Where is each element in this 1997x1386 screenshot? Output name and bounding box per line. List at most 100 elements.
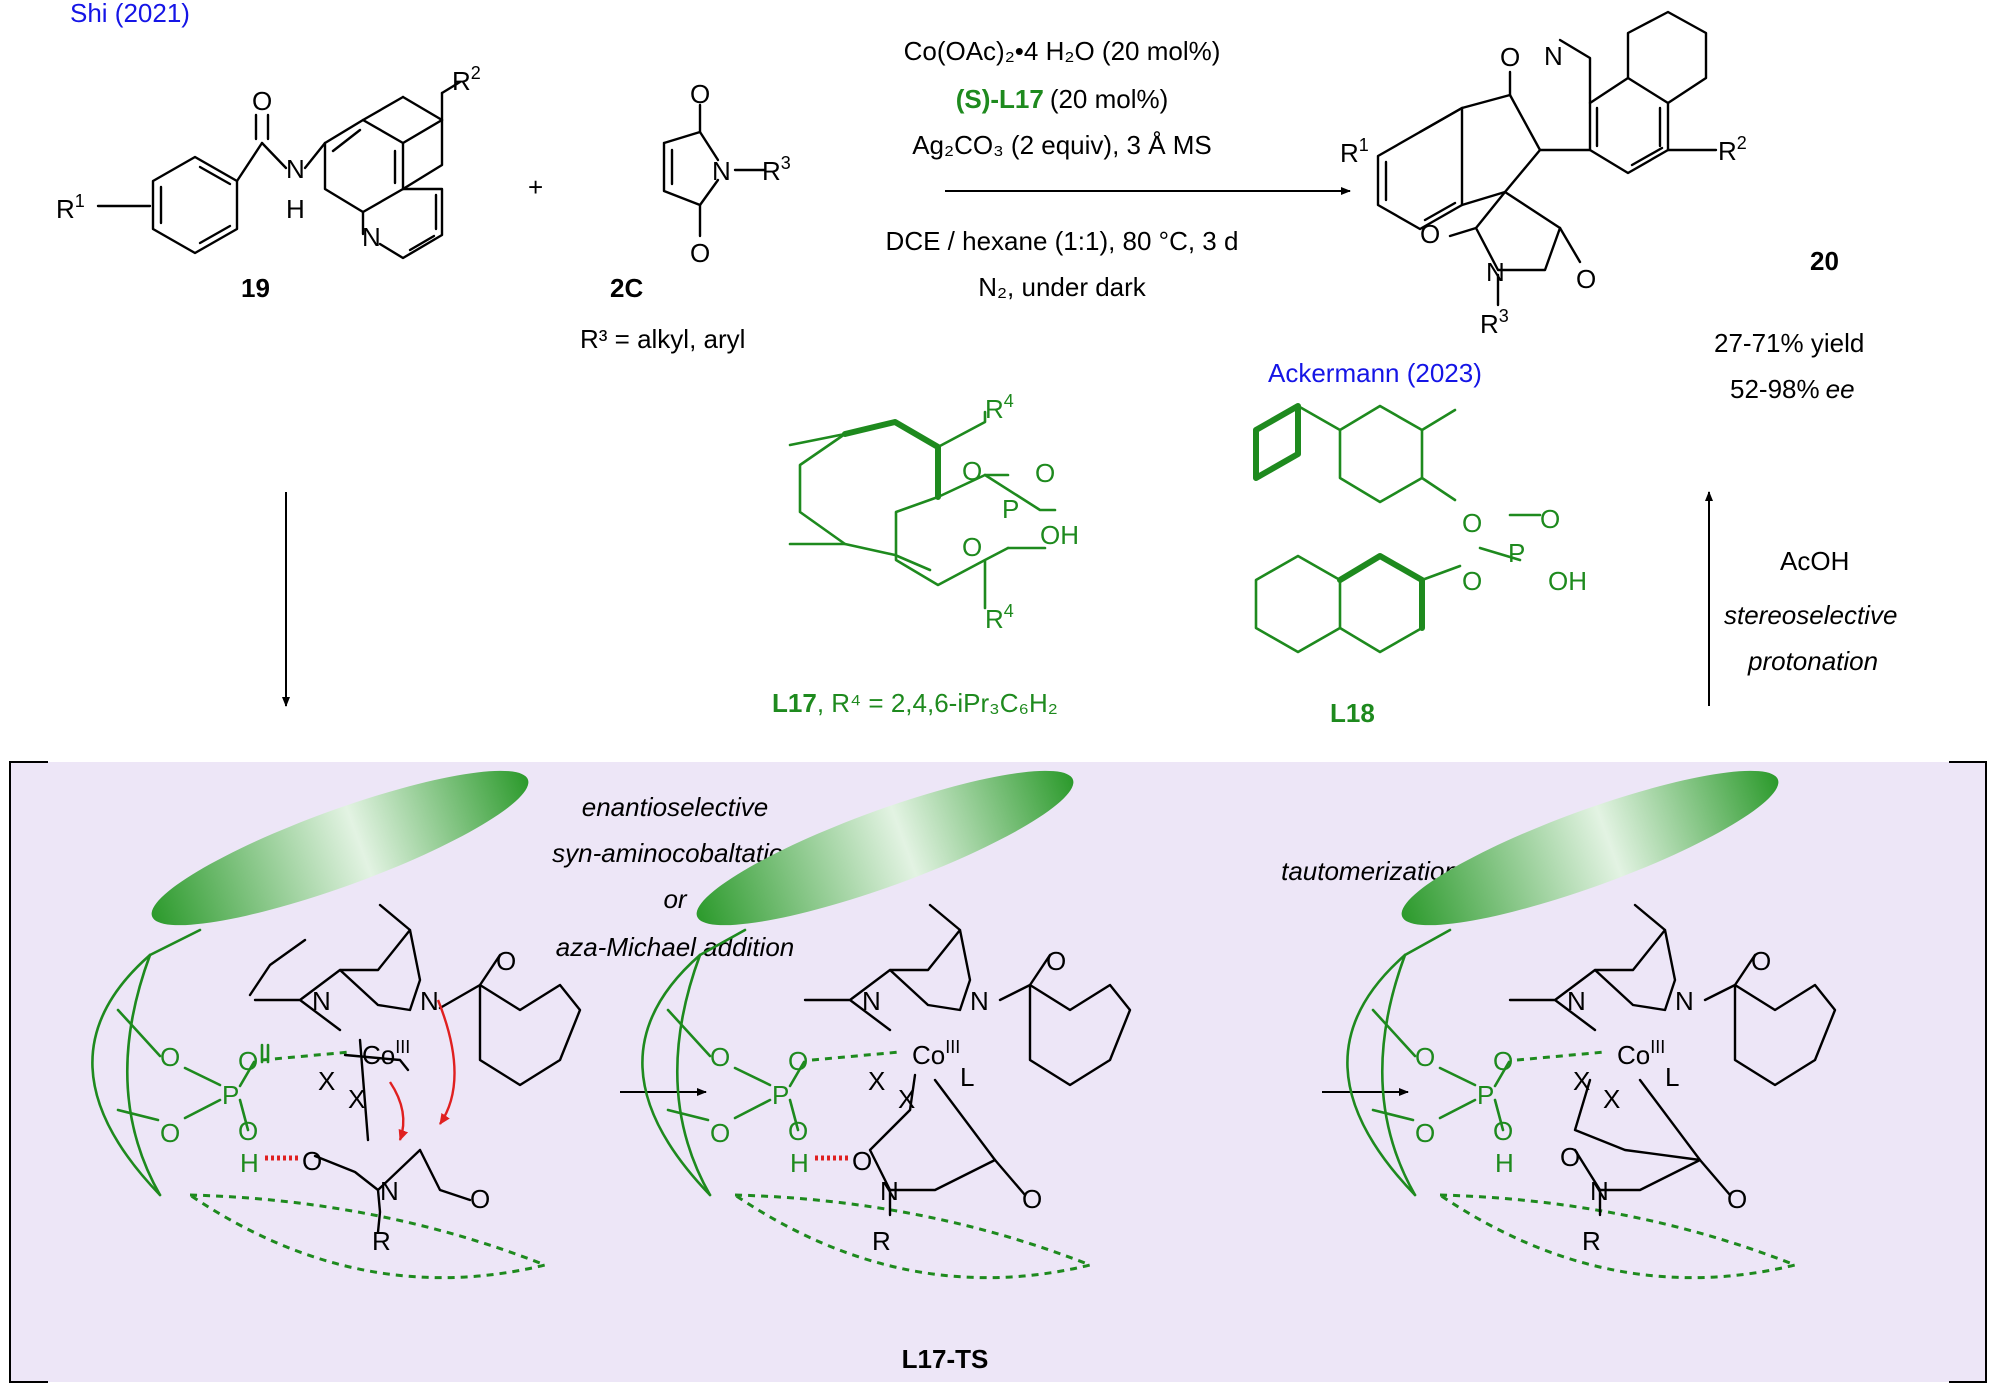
- atom-n-i1-amide: N: [420, 986, 439, 1016]
- atom-co-i2: CoIII: [912, 1037, 960, 1070]
- atom-n-19: N: [286, 154, 305, 184]
- atom-r-i2: R: [872, 1226, 891, 1256]
- atom-p-l18: P: [1508, 538, 1525, 568]
- atom-o-i3-p1: O: [1415, 1042, 1435, 1072]
- condition-line-2: (S)-L17(20 mol%): [956, 84, 1169, 114]
- atom-x-i1-1: X: [318, 1066, 335, 1096]
- atom-n-i3-imide: N: [1590, 1176, 1609, 1206]
- side-step-desc-2: protonation: [1747, 646, 1878, 676]
- atom-r3-2c: R3: [762, 153, 791, 186]
- panel-bracket-left: [9, 761, 48, 1383]
- atom-h-i2: H: [790, 1148, 809, 1178]
- atom-o-l18-1: O: [1462, 508, 1482, 538]
- atom-h-i1: H: [240, 1148, 259, 1178]
- atom-x-i2-2: X: [898, 1084, 915, 1114]
- atom-o-i1-p2: O: [160, 1118, 180, 1148]
- atom-x-i2-1: X: [868, 1066, 885, 1096]
- atom-n-i2-py: N: [862, 986, 881, 1016]
- atom-o-20-imide-left: O: [1420, 219, 1440, 249]
- atom-o-i2-imide-r: O: [1022, 1184, 1042, 1214]
- atom-p-i3: P: [1477, 1080, 1494, 1110]
- atom-o-i3-imide-r: O: [1727, 1184, 1747, 1214]
- label-ts: L17-TS: [902, 1344, 989, 1374]
- atom-o-i2-imide-l: O: [852, 1146, 872, 1176]
- atom-p-i2: P: [772, 1080, 789, 1110]
- reagent-acoh: AcOH: [1780, 546, 1849, 576]
- atom-n-i2-imide: N: [880, 1176, 899, 1206]
- label-compound-19: 19: [241, 273, 270, 303]
- atom-o-i2-p1: O: [710, 1042, 730, 1072]
- atom-n-i3-amide: N: [1675, 986, 1694, 1016]
- atom-n-20-quinoline: N: [1544, 41, 1563, 71]
- atom-h-i3: H: [1495, 1148, 1514, 1178]
- atom-r-i3: R: [1582, 1226, 1601, 1256]
- side-step-desc-1: stereoselective: [1724, 600, 1897, 630]
- ligand-l17-structure: [788, 410, 1057, 610]
- atom-o-i1-imide-l: O: [302, 1146, 322, 1176]
- atom-r3-20: R3: [1480, 306, 1509, 339]
- step1-line-2: syn-aminocobaltation: [552, 838, 798, 868]
- atom-r-i1: R: [372, 1226, 391, 1256]
- atom-o-i1-p3: O: [238, 1046, 258, 1076]
- compound-2c-structure: [662, 103, 767, 238]
- step1-line-4: aza-Michael addition: [556, 932, 794, 962]
- atom-n-i3-py: N: [1567, 986, 1586, 1016]
- atom-r4-l17-top: R4: [985, 391, 1014, 424]
- condition-line-5: N₂, under dark: [978, 272, 1147, 302]
- atom-r4-l17-bottom: R4: [985, 601, 1014, 634]
- atom-o-i3-enol: O: [1560, 1142, 1580, 1172]
- atom-n-quinoline-19: N: [362, 222, 381, 252]
- atom-r1-20: R1: [1340, 135, 1369, 168]
- atom-l-i2: L: [960, 1062, 974, 1092]
- plus-sign: +: [528, 172, 543, 202]
- atom-o-l17-1: O: [962, 456, 982, 486]
- atom-h-19: H: [286, 194, 305, 224]
- chiral-lobe-1: [151, 770, 529, 926]
- atom-n-2c: N: [712, 156, 731, 186]
- intermediate-3: [1346, 770, 1837, 1280]
- label-ligand-l18: L18: [1330, 698, 1375, 728]
- atom-r2-20: R2: [1718, 133, 1747, 166]
- ligand-l18-structure: [1253, 403, 1542, 654]
- chiral-lobe-3: [1401, 770, 1779, 926]
- atom-r1-19: R1: [56, 191, 85, 224]
- atom-co-i1: CoIII: [362, 1037, 410, 1070]
- atom-o-i1-amide: O: [496, 946, 516, 976]
- chiral-lobe-2: [696, 770, 1074, 926]
- atom-o-l17-2: O: [962, 532, 982, 562]
- atom-o-l17-3: O: [1035, 458, 1055, 488]
- atom-o-i3-p2: O: [1415, 1118, 1435, 1148]
- atom-o-i2-p3: O: [788, 1046, 808, 1076]
- r3-definition: R³ = alkyl, aryl: [580, 324, 745, 354]
- compound-19-structure: [96, 80, 462, 260]
- atom-n-20-imide: N: [1486, 257, 1505, 287]
- atom-o-2c-top: O: [690, 79, 710, 109]
- atom-n-i2-amide: N: [970, 986, 989, 1016]
- compound-20-structure: [1376, 10, 1718, 307]
- atom-o-i1-imide-r: O: [470, 1184, 490, 1214]
- atom-co-i3: CoIII: [1617, 1037, 1665, 1070]
- atom-o-i2-p4: O: [788, 1116, 808, 1146]
- condition-line-3: Ag₂CO₃ (2 equiv), 3 Å MS: [912, 130, 1212, 160]
- atom-n-i1-py: N: [312, 986, 331, 1016]
- step1-line-1: enantioselective: [582, 792, 768, 822]
- atom-o-i1-p4: O: [238, 1116, 258, 1146]
- atom-o-l18-2: O: [1462, 566, 1482, 596]
- atom-p-i1: P: [222, 1080, 239, 1110]
- atom-o-2c-bottom: O: [690, 238, 710, 268]
- atom-o-l18-3: O: [1540, 504, 1560, 534]
- atom-o-i2-amide: O: [1046, 946, 1066, 976]
- atom-p-l17: P: [1002, 494, 1019, 524]
- label-compound-2c: 2C: [610, 273, 643, 303]
- atom-o-19: O: [252, 86, 272, 116]
- atom-o-i3-amide: O: [1751, 946, 1771, 976]
- atom-o-i1-p1: O: [160, 1042, 180, 1072]
- step1-line-3: or: [663, 884, 687, 914]
- atom-oh-l18: OH: [1548, 566, 1587, 596]
- condition-line-4: DCE / hexane (1:1), 80 °C, 3 d: [886, 226, 1239, 256]
- atom-r2-19: R2: [452, 63, 481, 96]
- step2-label: tautomerization: [1281, 856, 1459, 886]
- atom-n-i1-imide: N: [380, 1176, 399, 1206]
- label-ligand-l17: L17, R⁴ = 2,4,6-iPr₃C₆H₂: [772, 688, 1058, 718]
